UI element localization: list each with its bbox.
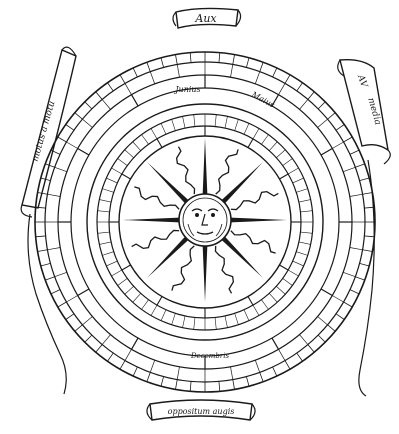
sun-ray (231, 192, 278, 210)
top-banner: Aux (173, 8, 241, 28)
bottom-banner: oppositum augis (147, 400, 255, 420)
sun-ray (177, 147, 195, 194)
bottom-banner-text: oppositum augis (168, 407, 235, 416)
sun-ray (203, 246, 208, 302)
sun-ray (134, 187, 179, 209)
left-banner: motus a motu (21, 47, 76, 394)
sun-ray (147, 237, 188, 278)
right-banner: AV media (338, 60, 391, 396)
sun-ray (222, 162, 263, 203)
sun-ray (216, 149, 238, 194)
sun-face-icon (123, 138, 287, 302)
month-label-lower: Decembris (190, 352, 230, 360)
sun-ray (215, 246, 233, 293)
sun-ray (147, 162, 188, 203)
sun-ray (123, 218, 179, 223)
month-label-upper-right: Maius (249, 90, 276, 110)
left-banner-text: motus a motu (31, 100, 58, 163)
sun-ray (203, 138, 208, 194)
sun-ray (231, 231, 276, 253)
sun-ray (172, 246, 194, 291)
sun-ray (132, 230, 179, 248)
right-banner-mark: AV (355, 73, 370, 91)
sun-ray (222, 237, 263, 278)
sun-ray (231, 218, 287, 223)
month-label-upper: Junius (173, 85, 200, 94)
top-banner-text: Aux (194, 12, 217, 25)
